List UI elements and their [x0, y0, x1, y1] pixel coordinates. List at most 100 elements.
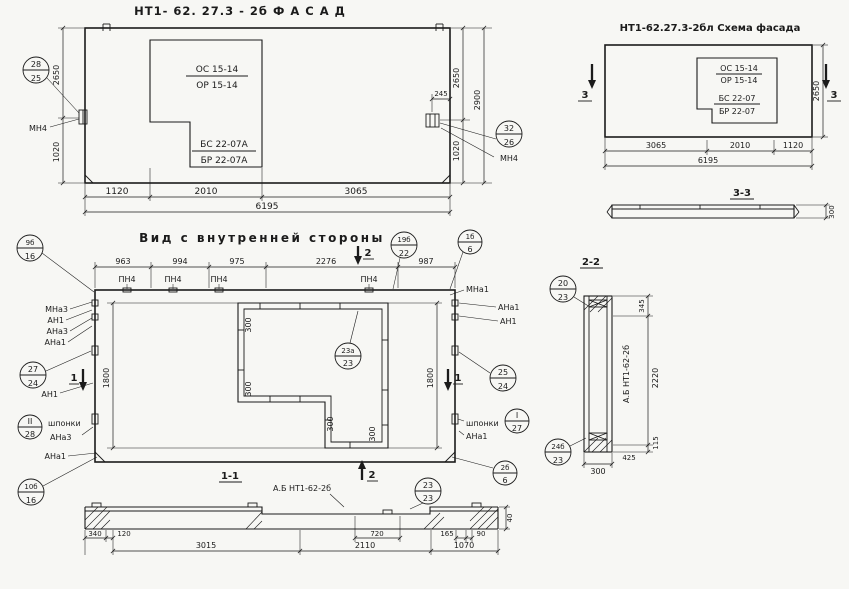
label-bs2: БС 22-07 [719, 94, 756, 103]
label-ab-nt1: А.Б НТ1-62-2б [273, 484, 331, 493]
dim-165: 165 [440, 530, 453, 538]
label-pn4-1: ПН4 [118, 275, 135, 284]
label-br: БР 22-07А [201, 156, 249, 166]
callout-24b-sheet: 23 [553, 456, 563, 465]
section-2-2: 2-2 20 23 [544, 257, 660, 476]
callout-II-sheet: 28 [25, 430, 35, 439]
callout-2b-sheet: 6 [502, 476, 507, 485]
label-ana3-left: АНа3 [47, 327, 68, 336]
label-ana1-left: АНа1 [45, 338, 66, 347]
section2-top-label: 2 [365, 248, 372, 259]
callout-10b-sheet: 16 [26, 496, 36, 505]
callout-2b: 2б [501, 464, 510, 472]
callout-10b: 10б [24, 483, 37, 491]
facade-opening [149, 39, 263, 168]
label-pn4-2: ПН4 [164, 275, 181, 284]
dim-3015: 3015 [196, 541, 216, 550]
callout-I-sheet: 27 [512, 424, 522, 433]
callout-32: 32 [504, 124, 514, 133]
dim-720: 720 [370, 530, 383, 538]
facade-title: НТ1- 62. 27.3 - 2б Ф А С А Д [134, 4, 346, 18]
schema-title: НТ1-62.27.3-2бл Схема фасада [620, 22, 801, 34]
dim-1020-left: 1020 [52, 142, 61, 162]
dim-120: 120 [117, 530, 130, 538]
section-2-2-body [583, 295, 613, 453]
section-1-1: 1-1 [82, 471, 514, 555]
dim-2650-schema: 2650 [812, 81, 821, 101]
section3-right-label: 3 [831, 90, 838, 101]
callout-19b: 19б [397, 236, 410, 244]
schema-panel-outline [604, 44, 813, 138]
dim-300-c: 300 [326, 416, 335, 431]
hatching [84, 506, 499, 530]
inner-panel-outline [94, 289, 456, 463]
dim-300-b: 300 [244, 381, 253, 396]
section1-right-label: 1 [455, 373, 462, 384]
callout-28: 28 [31, 60, 41, 69]
dim-6195-schema: 6195 [698, 156, 718, 165]
label-shponki-right: шпонки [466, 419, 499, 428]
dim-1800-left: 1800 [102, 368, 111, 388]
dim-115: 115 [652, 436, 660, 449]
callout-23-23-group: 23 23 [409, 477, 442, 510]
dim-425: 425 [622, 454, 635, 462]
schema-opening-labels: ОС 15-14 ОР 15-14 БС 22-07 БР 22-07 [714, 64, 762, 116]
hatching [583, 295, 613, 453]
section-1-1-title: 1-1 [221, 471, 239, 482]
label-ana1-right-low: АНа1 [466, 432, 487, 441]
section2-bottom-mark: 2 [358, 460, 378, 482]
callout-25-sheet: 24 [498, 382, 508, 391]
section1-left-label: 1 [71, 373, 78, 384]
label-mna1: МНа1 [466, 285, 489, 294]
dim-90: 90 [477, 530, 486, 538]
dim-300-d: 300 [368, 426, 377, 441]
section-1-1-profile [84, 502, 499, 530]
inner-dims-top: 963 994 975 2276 987 [92, 257, 458, 288]
callout-24b: 24б [551, 443, 564, 451]
callout-24b-23-group: 24б 23 [544, 437, 587, 466]
callout-20: 20 [558, 279, 568, 288]
label-an1-right: АН1 [500, 317, 517, 326]
section2-bottom-label: 2 [369, 470, 376, 481]
dim-2900: 2900 [473, 90, 482, 110]
callout-25: 25 [31, 74, 41, 83]
label-mna3: МНа3 [45, 305, 68, 314]
facade-dims-right: 2650 1020 2900 [440, 25, 492, 186]
inner-right-labels: 19б 22 1б 6 МНа1 АНа1 АН1 25 24 шпонки I… [390, 229, 530, 486]
callout-II: II [28, 417, 33, 426]
schema-dims: 2650 3065 2010 1120 6195 [602, 42, 828, 170]
section-2-2-dims: 345 2220 115 425 300 [581, 293, 660, 476]
dim-340: 340 [88, 530, 101, 538]
section-3-3-profile [611, 204, 795, 219]
ab-label-group: А.Б НТ1-62-2б [273, 484, 345, 508]
section2-top-mark: 2 [354, 246, 374, 265]
dim-40: 40 [506, 514, 514, 523]
callout-23a-sheet: 23 [343, 359, 353, 368]
label-os2: ОС 15-14 [720, 64, 758, 73]
dim-300-a: 300 [244, 317, 253, 332]
callout-1b-sheet: 6 [467, 245, 472, 254]
section-1-1-dims: 340 120 720 165 90 3015 2110 1070 40 [82, 504, 514, 555]
label-mn4-right: МН4 [500, 154, 518, 163]
dim-994: 994 [172, 257, 187, 266]
inner-title: Вид с внутренней стороны [139, 231, 385, 245]
facade-view: НТ1- 62. 27.3 - 2б Ф А С А Д ОС 15-14 ОР… [22, 4, 523, 216]
callout-9b: 9б [26, 239, 35, 247]
callout-I: I [516, 411, 518, 420]
label-bs: БС 22-07А [200, 140, 248, 150]
dim-245: 245 [434, 90, 447, 98]
label-ana1-right-top: АНа1 [498, 303, 519, 312]
dim-975: 975 [229, 257, 244, 266]
facade-dims-left: 2650 1020 [52, 25, 84, 186]
dim-1020-right: 1020 [452, 141, 461, 161]
dim-1120-schema: 1120 [783, 141, 803, 150]
callout-9b-sheet: 16 [25, 252, 35, 261]
dim-2010-schema: 2010 [730, 141, 750, 150]
inner-view: Вид с внутренней стороны 963 994 975 227… [16, 229, 530, 508]
label-ana1-left-low: АНа1 [45, 452, 66, 461]
callout-27-sheet: 24 [28, 379, 38, 388]
dim-2110: 2110 [355, 541, 375, 550]
label-ana3-left-low: АНа3 [50, 433, 71, 442]
dim-963: 963 [115, 257, 130, 266]
